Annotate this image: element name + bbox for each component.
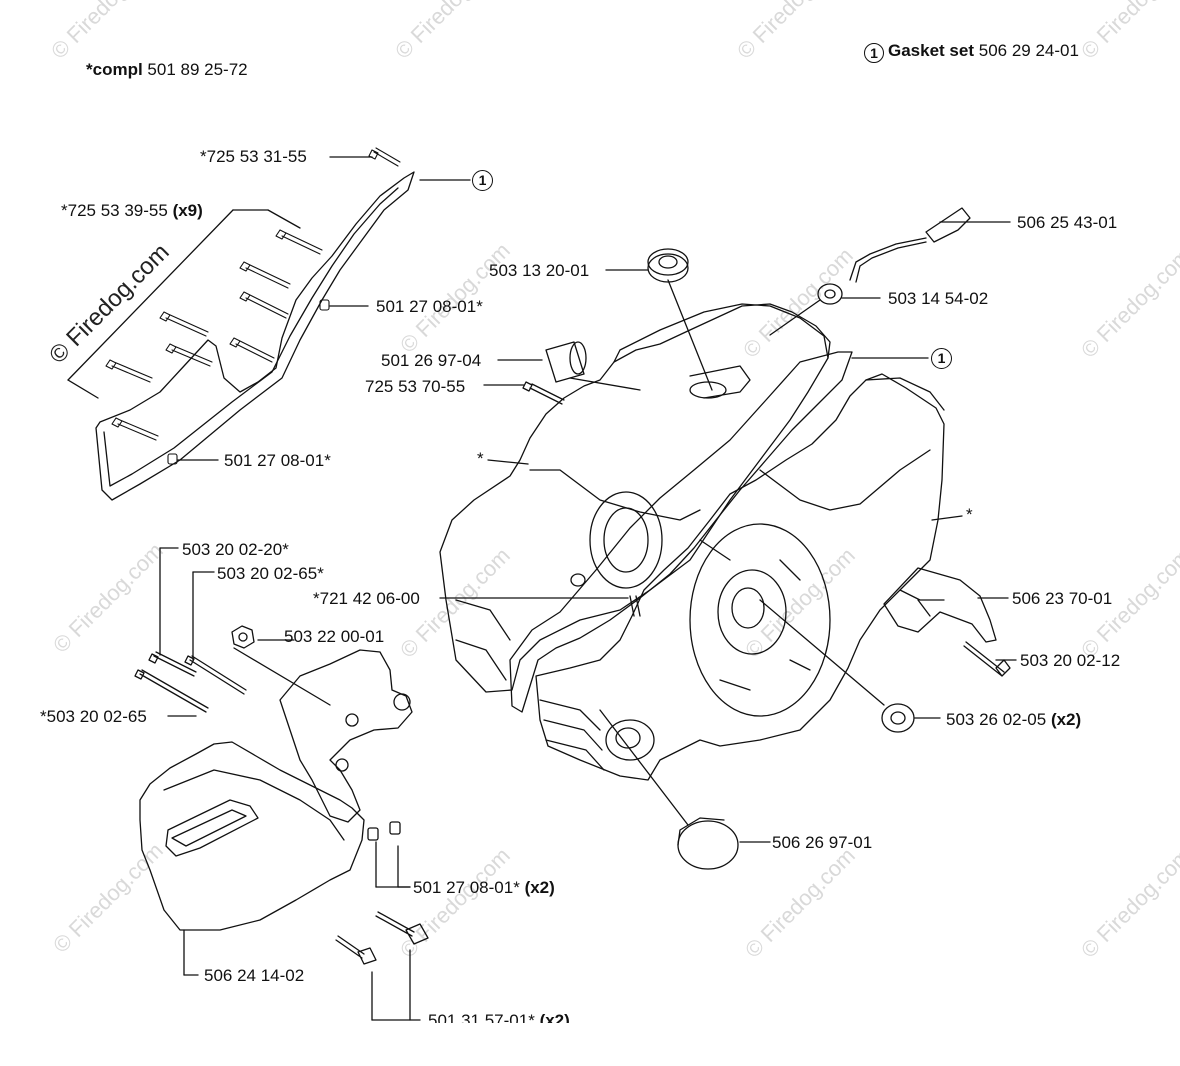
part-label: 506 25 43-01	[1017, 213, 1118, 232]
part-label-cropped: 501 31 57-01* (x2)	[426, 1010, 646, 1023]
part-label: 503 20 02-20*	[182, 540, 289, 559]
part-label: 506 23 70-01	[1012, 589, 1113, 608]
part-label: 506 26 97-01	[772, 833, 873, 852]
callout-circle-gasket-left: 1	[472, 170, 493, 191]
part-number: 501 27 08-01*	[413, 878, 520, 897]
part-qty: (x9)	[172, 201, 203, 220]
part-label: 725 53 70-55	[365, 377, 466, 396]
part-label: 503 22 00-01	[284, 627, 385, 646]
part-label: 501 27 08-01* (x2)	[413, 879, 555, 896]
part-label: 506 24 14-02	[204, 966, 305, 985]
part-label: *	[477, 449, 484, 468]
part-label: 501 27 08-01*	[376, 297, 483, 316]
compl-number: 501 89 25-72	[147, 60, 248, 79]
part-qty: (x2)	[1050, 710, 1082, 729]
part-label: 503 13 20-01	[489, 261, 590, 280]
gasket-set-number: 506 29 24-01	[978, 41, 1079, 60]
part-label: *725 53 31-55	[200, 147, 307, 166]
compl-prefix: *compl	[86, 60, 143, 79]
callout-circle: 1	[864, 43, 884, 63]
part-number: 503 26 02-05	[946, 710, 1047, 729]
part-label: 503 26 02-05 (x2)	[946, 711, 1081, 728]
part-label: 501 26 97-04	[381, 351, 482, 370]
part-number: 501 31 57-01*	[428, 1011, 535, 1023]
part-number: *725 53 39-55	[61, 201, 168, 220]
part-label: 501 27 08-01*	[224, 451, 331, 470]
part-label: *	[966, 505, 973, 524]
part-label: *725 53 39-55 (x9)	[61, 202, 203, 219]
assembly-complete-label: *compl 501 89 25-72	[86, 61, 248, 78]
part-qty: (x2)	[539, 1011, 570, 1023]
part-label: 503 20 02-12	[1020, 651, 1121, 670]
part-label: 503 20 02-65*	[217, 564, 324, 583]
gasket-set-title: Gasket set	[888, 41, 974, 60]
part-label: *503 20 02-65	[40, 707, 147, 726]
part-label: *721 42 06-00	[313, 589, 420, 608]
part-label: 503 14 54-02	[888, 289, 989, 308]
part-qty: (x2)	[524, 878, 555, 897]
callout-circle-gasket-middle: 1	[931, 348, 952, 369]
